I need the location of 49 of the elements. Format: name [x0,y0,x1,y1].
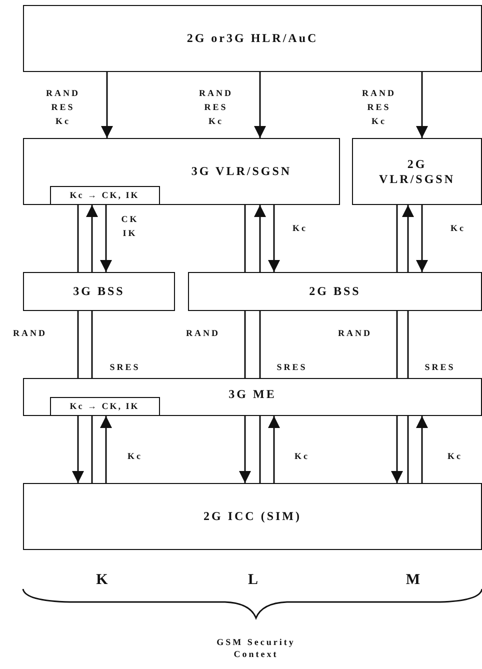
arrow [391,416,403,483]
network-element-box [23,483,482,550]
connector-line [259,311,261,378]
node-label: 2G VLR/SGSN [378,156,456,186]
derivation-box [50,186,160,204]
arrow [416,72,428,138]
network-element-box [188,272,482,311]
connector-line [91,416,93,483]
node-label: 3G VLR/SGSN [191,164,292,179]
connector-line [91,311,93,378]
arrow [268,416,280,483]
connector-line [244,205,246,272]
connector-line [407,311,409,378]
arrow [86,205,98,272]
arrow [416,416,428,483]
derivation-box [50,396,160,416]
node-label: Kc → CK, IK [70,190,140,200]
network-element-box [23,272,175,311]
arrow [72,416,84,483]
node-label: 2G or3G HLR/AuC [186,31,318,46]
node-label: 3G BSS [73,284,125,299]
arrow [239,416,251,483]
network-element-box [23,138,340,205]
arrow [254,205,266,272]
network-element-box [23,378,482,416]
connector-line [244,311,246,378]
node-label: 2G ICC (SIM) [204,509,302,524]
node-label: Kc → CK, IK [70,401,140,411]
column-letter: M [404,572,422,589]
connector-line [77,205,79,272]
connector-line [77,311,79,378]
column-letter: L [246,572,259,589]
arrow [268,205,280,272]
network-element-box [352,138,482,205]
arrow [402,205,414,272]
arrow [100,205,112,272]
context-caption: GSM Security Context [216,636,296,660]
arrow [101,72,113,138]
network-element-box [23,5,482,72]
column-letter: K [95,572,109,589]
node-label: 3G ME [228,386,276,402]
connector-line [407,416,409,483]
connector-line [396,205,398,272]
connector-line [396,311,398,378]
node-label: 2G BSS [309,284,361,299]
connector-line [259,416,261,483]
arrow [254,72,266,138]
arrow [416,205,428,272]
arrow [100,416,112,483]
